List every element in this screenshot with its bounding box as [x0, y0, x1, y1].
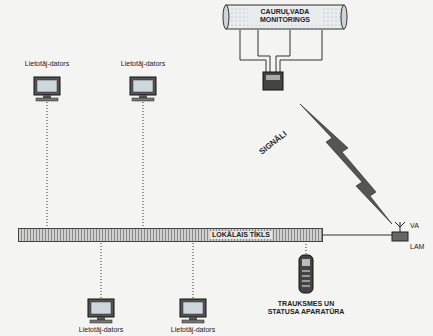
network-link: [101, 242, 102, 298]
node-label: Lietotāj-dators: [16, 60, 78, 68]
user-computer: Lietotāj-dators: [70, 298, 132, 334]
antenna-label: VA: [410, 222, 419, 230]
pipeline-shape: CAURUĻVADA MONITORINGS: [222, 3, 348, 31]
lan-bar: LOKĀLAIS TĪKLS: [18, 228, 323, 242]
network-link: [193, 242, 194, 298]
antenna-unit: [392, 232, 408, 241]
antenna-label: LAM: [410, 243, 424, 251]
user-computer: Lietotāj-dators: [162, 298, 224, 334]
node-label: LOKĀLAIS TĪKLS: [210, 231, 272, 239]
computer-icon: [32, 76, 62, 102]
sensor-display: [266, 75, 280, 80]
lan-wire: [323, 235, 392, 236]
pager-icon: [297, 254, 315, 294]
node-label: Lietotāj-dators: [112, 60, 174, 68]
user-computer: Lietotāj-dators: [112, 60, 174, 102]
node-label: Lietotāj-dators: [70, 326, 132, 334]
signal-label: SIGNĀLI: [258, 130, 288, 156]
network-link: [306, 242, 307, 254]
node-label: Lietotāj-dators: [162, 326, 224, 334]
antenna-head: [395, 222, 405, 227]
sensor-wires: [240, 30, 322, 72]
alarm-device: TRAUKSMES UN STATUSA APARATŪRA: [262, 254, 350, 316]
user-computer: Lietotāj-dators: [16, 60, 78, 102]
computer-icon: [86, 298, 116, 324]
computer-icon: [128, 76, 158, 102]
network-link: [47, 102, 48, 228]
signal-bolt: [300, 104, 392, 224]
network-link: [143, 102, 144, 228]
node-label: TRAUKSMES UN STATUSA APARATŪRA: [262, 300, 350, 316]
computer-icon: [178, 298, 208, 324]
sensor-unit: [263, 72, 283, 90]
node-label: CAURUĻVADA MONITORINGS: [248, 7, 322, 25]
